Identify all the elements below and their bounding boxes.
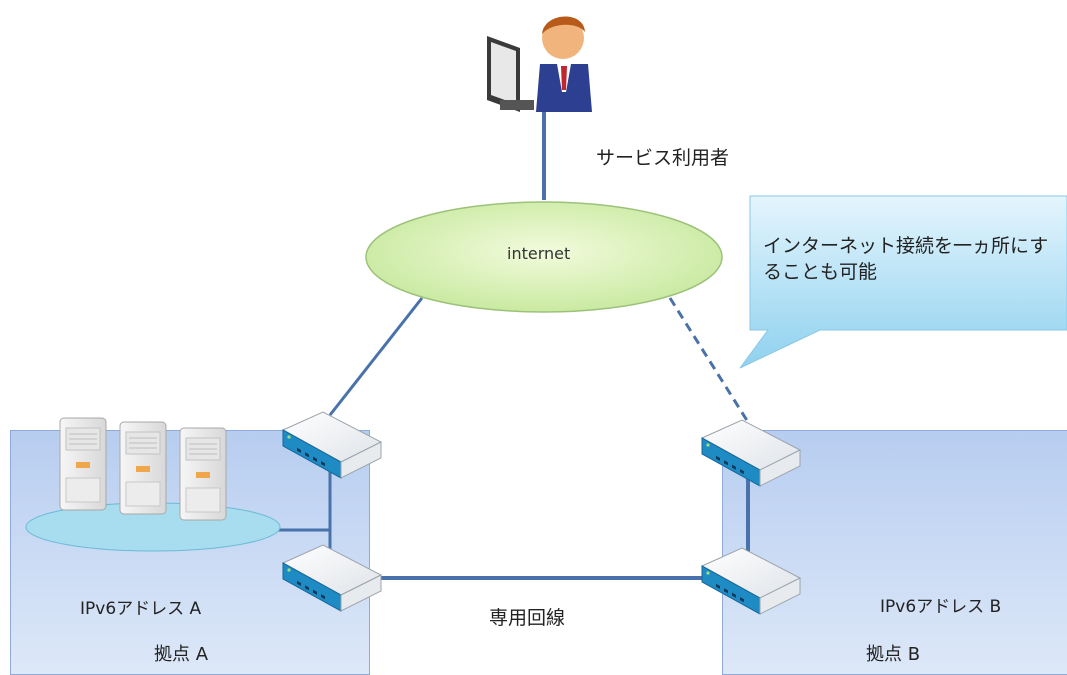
callout-text: インターネット接続を一ヵ所にすることも可能 (763, 235, 1049, 283)
callout-bubble (739, 195, 1067, 369)
site-b-address: IPv6アドレス B (880, 597, 1002, 617)
leased-line-label: 専用回線 (489, 607, 566, 629)
router-b-leased-icon (701, 547, 801, 615)
router-b-internet-icon (701, 419, 801, 487)
site-b-name: 拠点 B (866, 644, 921, 665)
router-a-leased-icon (282, 544, 382, 612)
internet-router-a-link (328, 297, 424, 416)
site-a-address: IPv6アドレス A (80, 599, 202, 619)
site-a-name: 拠点 A (154, 644, 209, 665)
service-user-label: サービス利用者 (596, 147, 730, 169)
server-rack-icon (59, 417, 227, 521)
router-a-internet-icon (282, 411, 382, 479)
internet-label: internet (507, 244, 571, 263)
internet-cloud (365, 201, 723, 313)
user-computer-icon (487, 16, 592, 112)
internet-router-b-dashed-link (668, 297, 750, 423)
